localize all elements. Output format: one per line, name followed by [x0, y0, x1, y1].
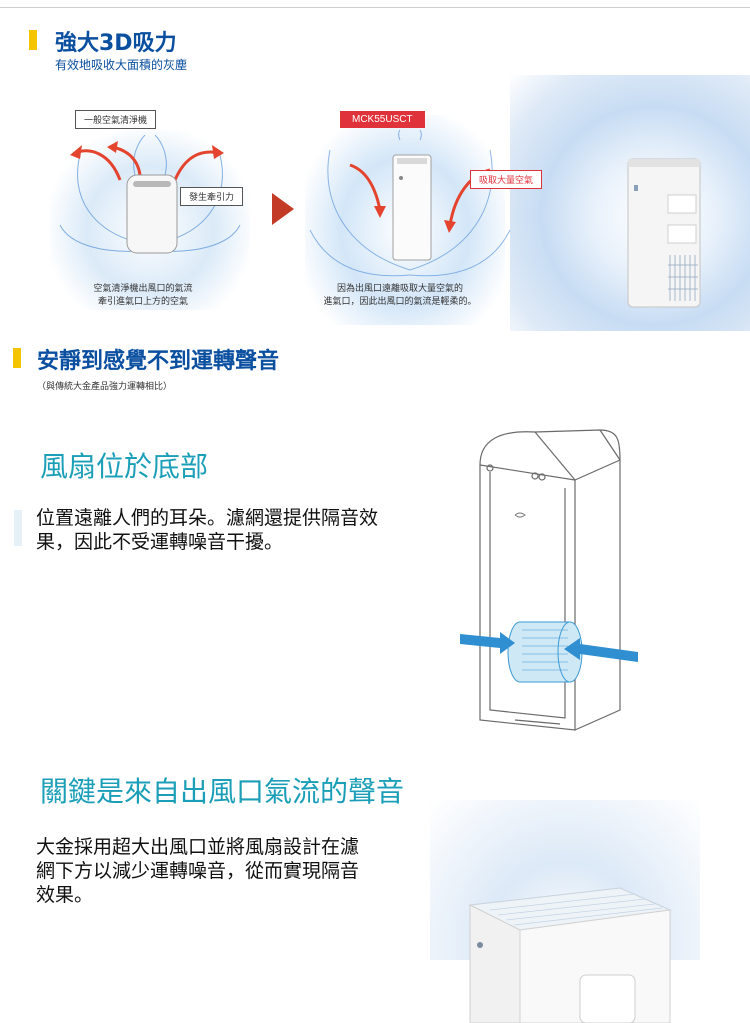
daikin-caption: 因為出風口遠離吸取大量空氣的 進氣口，因此出風口的氣流是輕柔的。: [295, 283, 505, 309]
feature2-line3: 效果。: [36, 884, 94, 906]
section2-note: （與傳統大金產品強力運轉相比）: [37, 382, 173, 392]
feature1-heading: 風扇位於底部: [40, 450, 209, 483]
daikin-caption-line2: 進氣口，因此出風口的氣流是輕柔的。: [323, 297, 477, 307]
generic-caption-line2: 牽引進氣口上方的空氣: [97, 297, 188, 307]
feature1-line2: 果，因此不受運轉噪音干擾。: [36, 531, 284, 553]
generic-caption-line1: 空氣清淨機出風口的氣流: [93, 284, 193, 294]
section1-title: 強大3D吸力: [55, 31, 177, 56]
purifier-top-photo: [468, 887, 672, 1023]
model-tag: MCK55USCT: [340, 111, 425, 128]
air-intake-label: 吸取大量空氣: [470, 170, 543, 189]
product-photo: [627, 158, 701, 308]
comparison-arrow-icon: [272, 193, 294, 225]
feature2-body: 大金採用超大出風口並將風扇設計在濾 網下方以減少運轉噪音，從而實現隔音 效果。: [36, 835, 359, 907]
feature2-line1: 大金採用超大出風口並將風扇設計在濾: [36, 836, 360, 858]
generic-purifier-label: 一般空氣清淨機: [75, 110, 157, 129]
feature2-heading: 關鍵是來自出風口氣流的聲音: [40, 775, 405, 808]
side-accent: [14, 510, 22, 546]
daikin-caption-line1: 因為出風口遠離吸取大量空氣的: [336, 284, 463, 294]
feature1-line1: 位置遠離人們的耳朵。濾網還提供隔音效: [36, 507, 379, 529]
outlet-airflow-photo: [430, 800, 700, 1023]
generic-caption: 空氣清淨機出風口的氣流 牽引進氣口上方的空氣: [48, 283, 238, 309]
section-marker: [29, 30, 37, 50]
top-divider: [0, 7, 750, 8]
section1-subtitle: 有效地吸收大面積的灰塵: [55, 58, 188, 72]
feature1-body: 位置遠離人們的耳朵。濾網還提供隔音效 果，因此不受運轉噪音干擾。: [36, 506, 378, 554]
daikin-purifier-airflow-illustration: [309, 130, 511, 277]
traction-force-label: 發生牽引力: [180, 187, 244, 206]
feature2-line2: 網下方以減少運轉噪音，從而實現隔音: [36, 860, 360, 882]
section2-title: 安靜到感覺不到運轉聲音: [37, 349, 280, 374]
fan-position-diagram: [460, 429, 638, 731]
section-marker: [13, 348, 21, 368]
generic-purifier-illustration: [59, 135, 241, 254]
suction-comparison-figure: 一般空氣清淨機 發生牽引力 空氣清淨機出風口的氣流 牽引進氣口上方的空氣 MCK…: [30, 75, 750, 331]
